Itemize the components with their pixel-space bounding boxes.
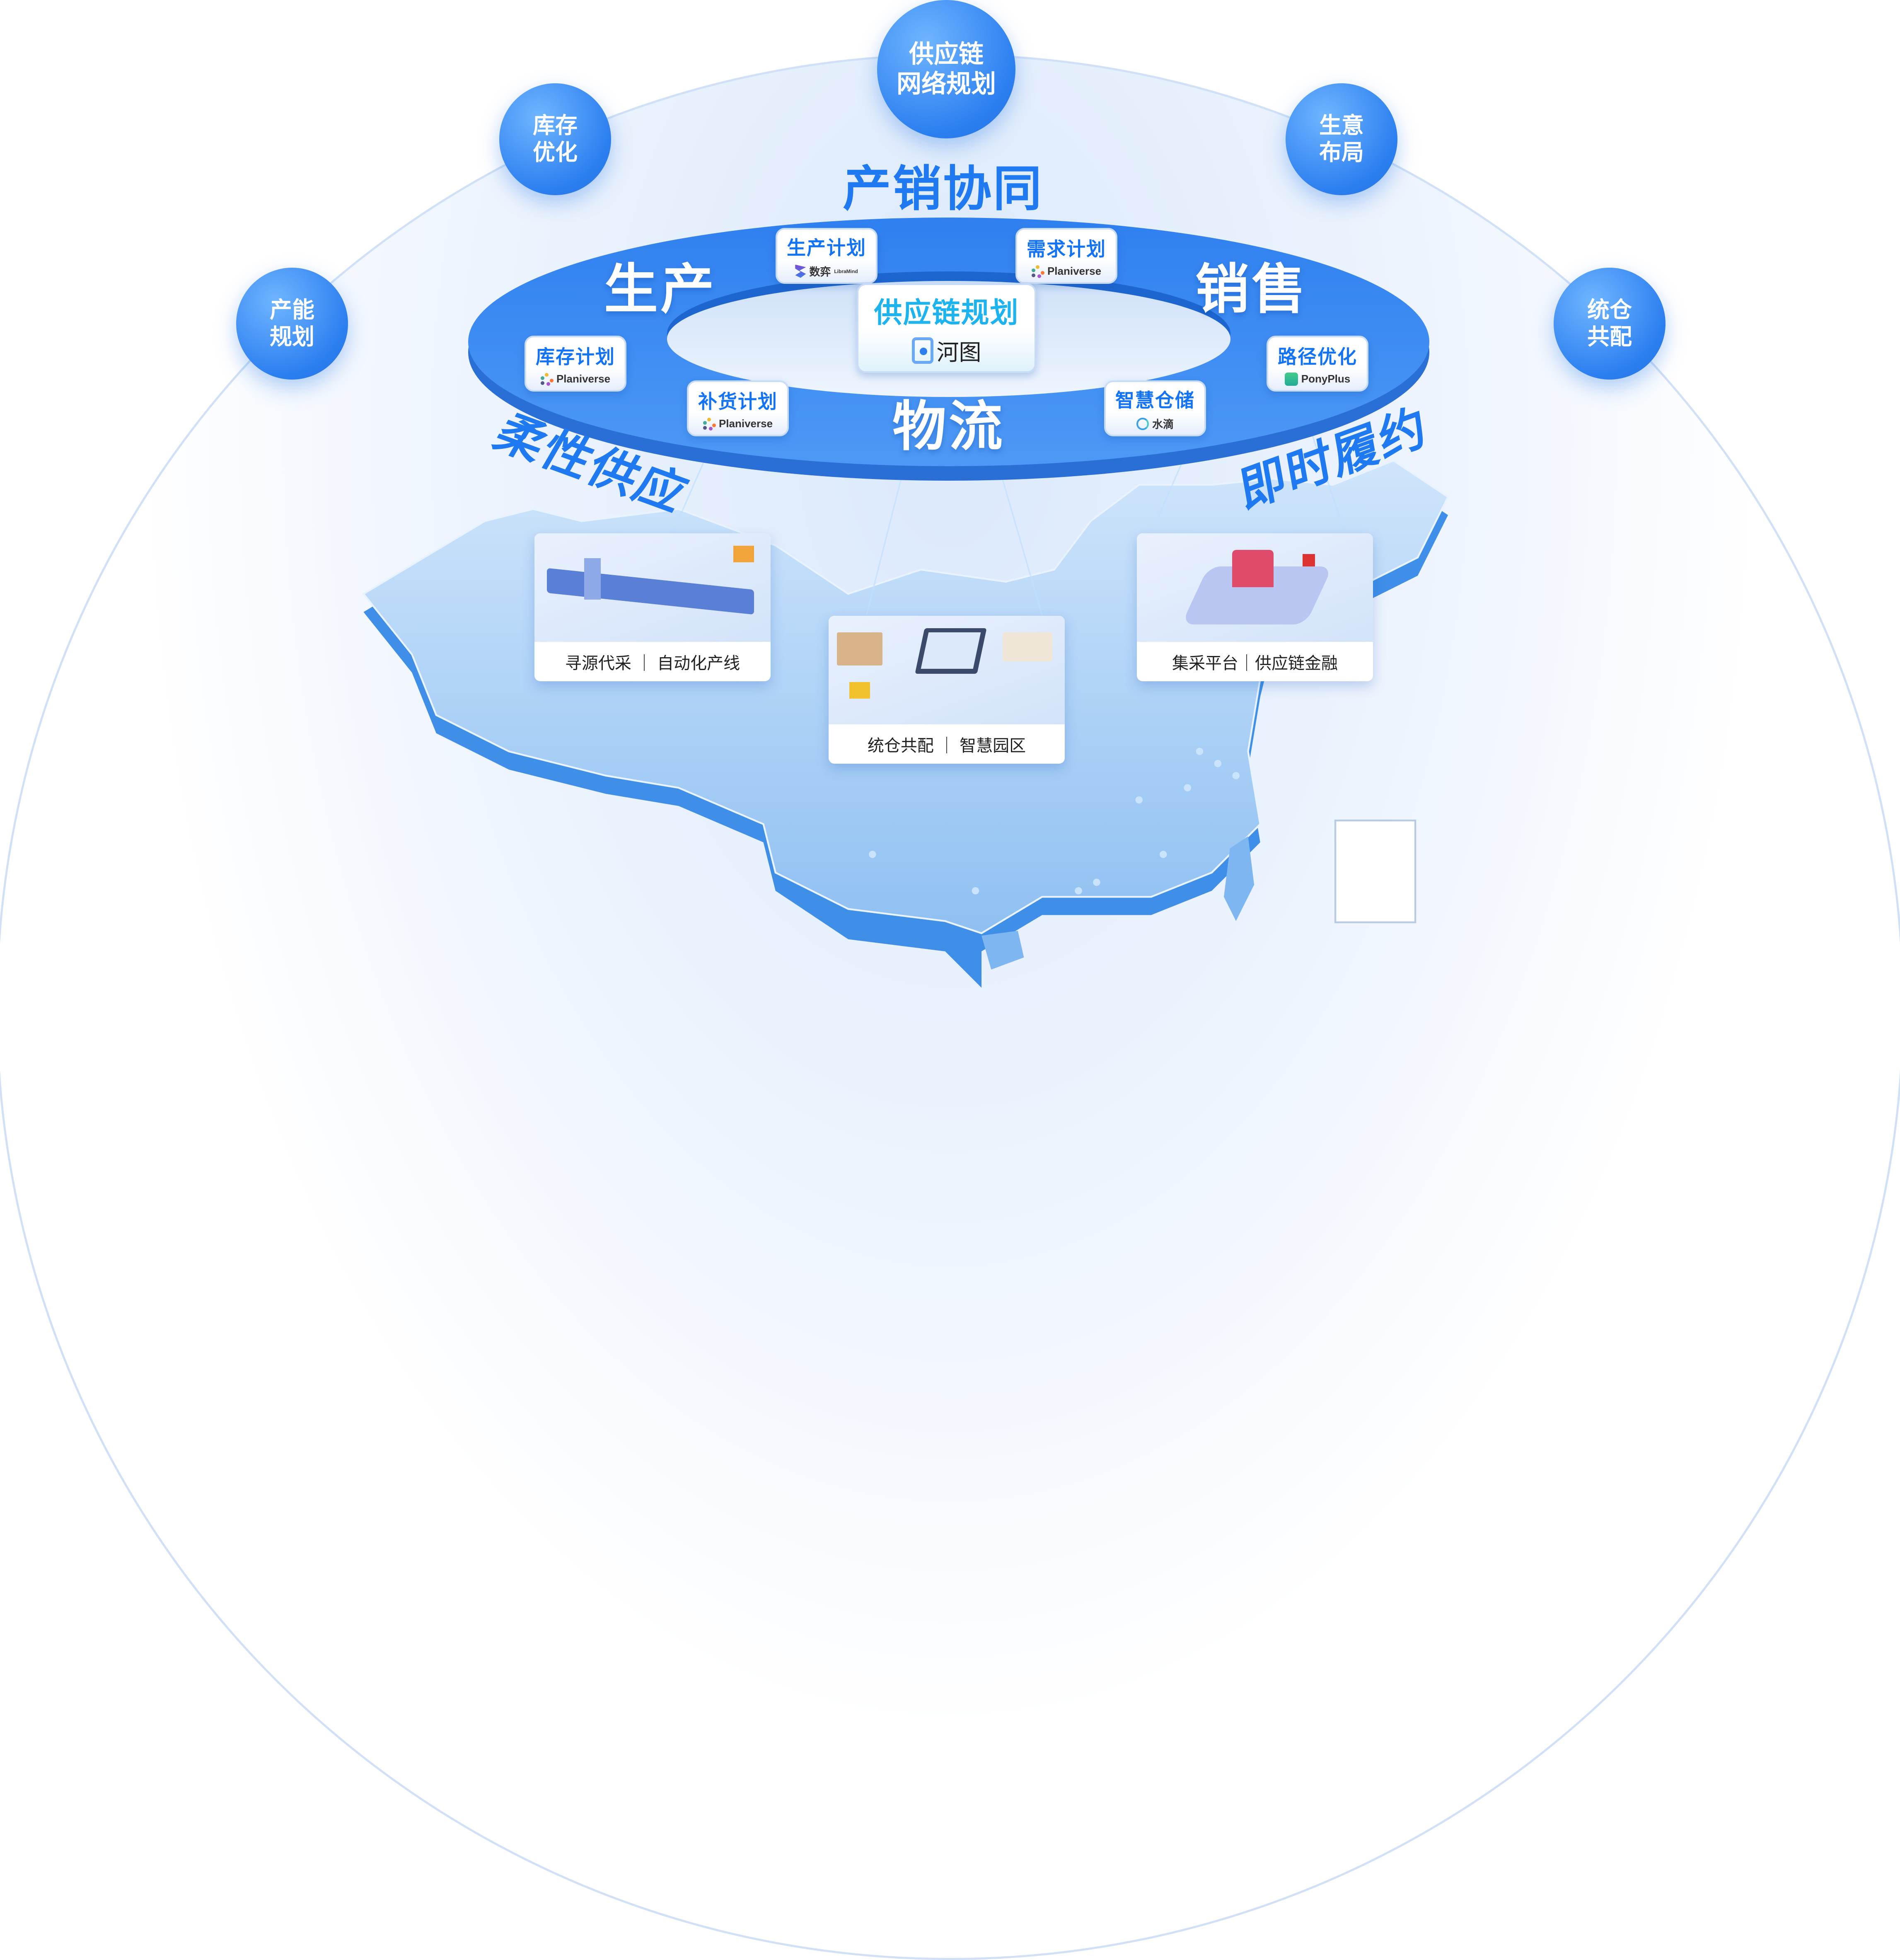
card-title: 生产计划: [787, 237, 866, 259]
card-replenishment-planning[interactable]: 补货计划 Planiverse: [687, 380, 789, 436]
card-brand-sub: LibraMind: [834, 268, 858, 274]
card-smart-warehousing[interactable]: 智慧仓储 水滴: [1104, 380, 1206, 436]
photo-card-sourcing-production: 寻源代采 ｜ 自动化产线: [534, 533, 771, 681]
bubble-text: 网络规划: [897, 70, 996, 98]
card-brand: Planiverse: [718, 417, 773, 430]
card-route-optimization[interactable]: 路径优化 PonyPlus: [1267, 336, 1368, 392]
card-demand-planning[interactable]: 需求计划 Planiverse: [1015, 228, 1117, 284]
bubble-inventory-optimization: 库存优化: [499, 83, 611, 195]
card-title: 路径优化: [1278, 346, 1357, 368]
card-brand: Planiverse: [556, 373, 611, 385]
bubble-network-planning: 供应链网络规划: [877, 0, 1015, 138]
ring-label-production: 生产: [604, 259, 717, 319]
planiverse-logo-icon: [540, 373, 554, 386]
card-title: 供应链规划: [874, 297, 1019, 329]
bubble-text: 规划: [270, 324, 314, 349]
platform-illustration: [1137, 533, 1373, 642]
bubble-text: 库存: [533, 113, 578, 138]
card-brand: 数弈: [809, 266, 831, 278]
bubble-text: 生意: [1319, 113, 1364, 138]
libramind-logo-icon: [795, 264, 806, 278]
card-brand: 河图: [936, 340, 981, 365]
map-city-dots: [869, 748, 1240, 895]
photo-card-label: 统仓共配 ｜ 智慧园区: [867, 736, 1026, 755]
planiverse-logo-icon: [703, 417, 716, 431]
factory-illustration: [534, 533, 771, 642]
card-supply-chain-planning[interactable]: 供应链规划 河图: [857, 283, 1036, 373]
photo-card-warehouse-park: 统仓共配 ｜ 智慧园区: [829, 616, 1065, 764]
ring-label-sales: 销售: [1195, 259, 1308, 319]
card-brand: Planiverse: [1047, 265, 1102, 277]
bubble-text: 布局: [1319, 140, 1364, 165]
bubble-text: 优化: [533, 140, 578, 165]
ring-label-logistics: 物流: [892, 396, 1006, 457]
bubble-text: 统仓: [1587, 298, 1632, 323]
bubble-text: 供应链: [909, 40, 984, 68]
bubble-text: 共配: [1587, 324, 1632, 349]
card-inventory-planning[interactable]: 库存计划 Planiverse: [525, 336, 626, 392]
shuidi-logo-icon: [1136, 417, 1149, 430]
warehouse-illustration: [829, 616, 1065, 724]
south-sea-inset: [1334, 819, 1417, 923]
map-hainan: [981, 931, 1024, 970]
main-title: 产销协同: [842, 162, 1044, 216]
card-brand: PonyPlus: [1301, 373, 1351, 385]
bubble-warehouse-distribution: 统仓共配: [1554, 268, 1666, 380]
hetu-logo-icon: [911, 337, 933, 364]
bubble-text: 产能: [270, 298, 314, 323]
card-title: 需求计划: [1027, 238, 1106, 260]
card-brand: 水滴: [1152, 418, 1174, 431]
bubble-business-layout: 生意布局: [1286, 83, 1397, 195]
card-title: 智慧仓储: [1115, 390, 1195, 411]
bubble-capacity-planning: 产能规划: [236, 268, 348, 380]
card-title: 补货计划: [698, 391, 778, 412]
ponyplus-logo-icon: [1284, 372, 1298, 386]
photo-card-procurement-finance: 集采平台｜供应链金融: [1137, 533, 1373, 681]
photo-card-label: 寻源代采 ｜ 自动化产线: [565, 654, 740, 673]
photo-card-label: 集采平台｜供应链金融: [1172, 654, 1338, 673]
planiverse-logo-icon: [1031, 265, 1044, 278]
card-title: 库存计划: [536, 346, 615, 368]
